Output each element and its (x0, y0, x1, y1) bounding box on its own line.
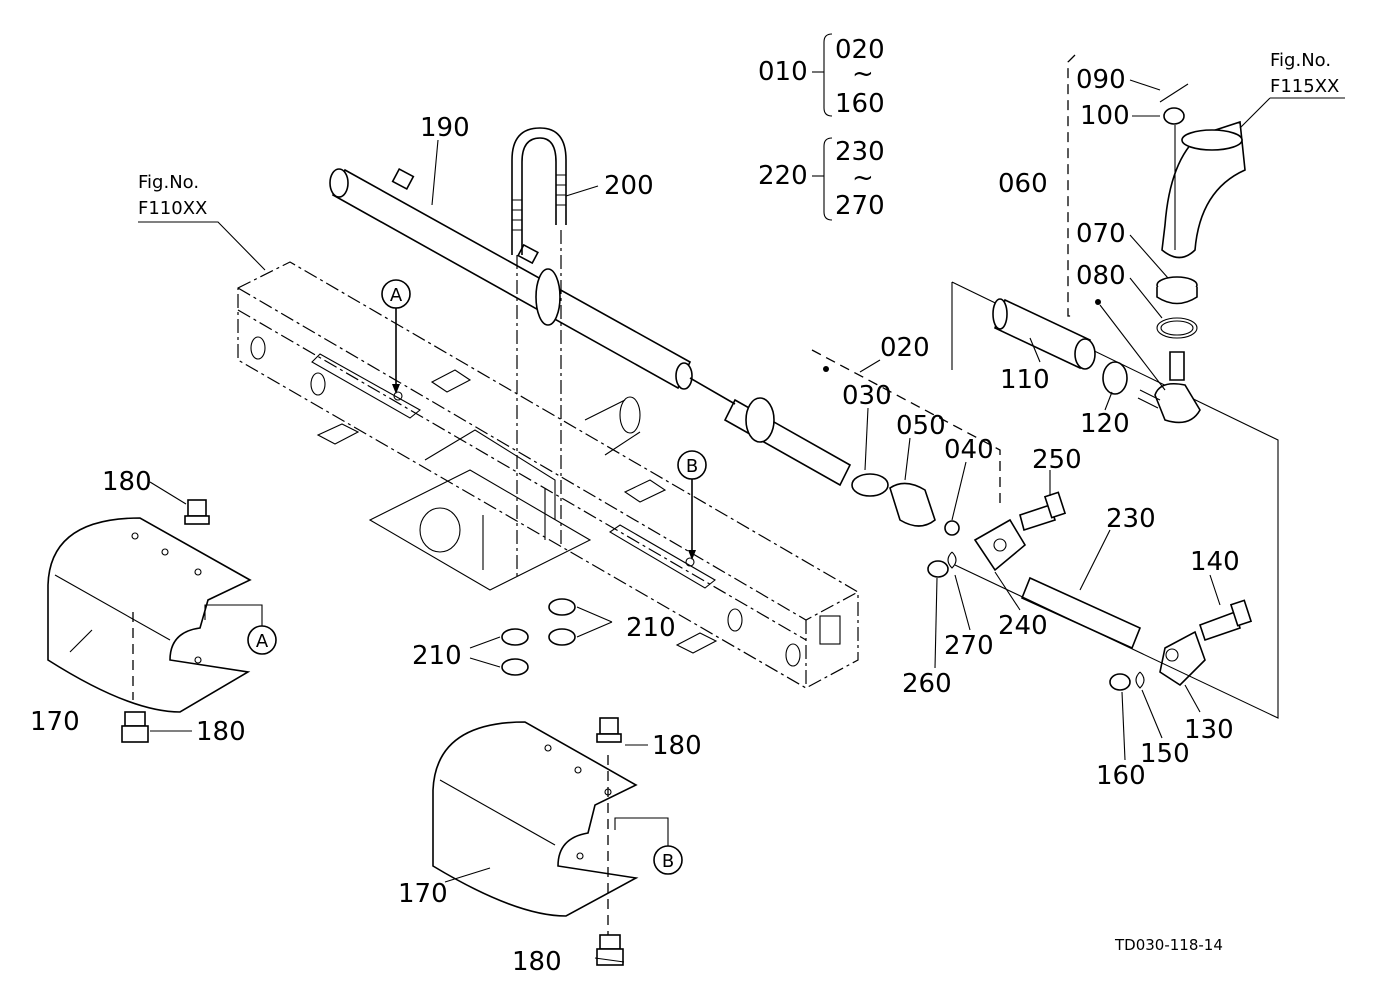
label-210-a: 210 (412, 641, 462, 671)
marker-b-top: B (686, 456, 698, 477)
label-160-range-end: 160 (835, 89, 885, 119)
part-labels: 010 020 ~ 160 220 230 ~ 270 Fig.No. F110… (30, 35, 1339, 977)
label-220: 220 (758, 161, 808, 191)
fig-ref-left-line2: F110XX (138, 198, 207, 219)
label-250: 250 (1032, 445, 1082, 475)
label-180-d: 180 (512, 947, 562, 977)
label-210-b: 210 (626, 613, 676, 643)
group-brackets (812, 33, 833, 221)
u-bolt (511, 127, 567, 580)
fig-ref-left-line1: Fig.No. (138, 172, 199, 193)
label-070: 070 (1076, 219, 1126, 249)
marker-a-top: A (390, 285, 403, 306)
knuckle-arm-group (992, 83, 1246, 424)
label-170-b: 170 (398, 879, 448, 909)
tie-rod-group (723, 281, 1279, 719)
label-010: 010 (758, 57, 808, 87)
label-220-tilde: ~ (852, 163, 874, 193)
figure-code: TD030-118-14 (1114, 936, 1223, 954)
label-100: 100 (1080, 101, 1130, 131)
label-270: 270 (944, 631, 994, 661)
label-270-range-end: 270 (835, 191, 885, 221)
label-030: 030 (842, 381, 892, 411)
label-170-a: 170 (30, 707, 80, 737)
marker-b-cover: B (662, 851, 674, 872)
label-260: 260 (902, 669, 952, 699)
label-140: 140 (1190, 547, 1240, 577)
label-190: 190 (420, 113, 470, 143)
label-230: 230 (1106, 504, 1156, 534)
label-040: 040 (944, 435, 994, 465)
label-080: 080 (1076, 261, 1126, 291)
fig-ref-right-line1: Fig.No. (1270, 50, 1331, 71)
cover-right (432, 721, 639, 935)
leader-lines (69, 79, 1345, 963)
label-090: 090 (1076, 65, 1126, 95)
label-180-c: 180 (652, 731, 702, 761)
group-060-bracket (1067, 54, 1076, 317)
bolts-180 (121, 499, 624, 966)
label-110: 110 (1000, 365, 1050, 395)
label-050: 050 (896, 411, 946, 441)
marker-a-cover: A (256, 631, 269, 652)
label-010-tilde: ~ (852, 59, 874, 89)
label-240: 240 (998, 611, 1048, 641)
label-020-range-start: 020 (835, 35, 885, 65)
label-160: 160 (1096, 761, 1146, 791)
label-200: 200 (604, 171, 654, 201)
label-120: 120 (1080, 409, 1130, 439)
label-130: 130 (1184, 715, 1234, 745)
label-150: 150 (1140, 739, 1190, 769)
power-steering-cylinder (329, 167, 736, 405)
cover-left (47, 517, 252, 713)
label-180-b: 180 (196, 717, 246, 747)
label-230-range-start: 230 (835, 137, 885, 167)
label-020: 020 (880, 333, 930, 363)
fig-ref-right-line2: F115XX (1270, 76, 1339, 97)
detail-markers: A B A B (204, 279, 707, 875)
label-060: 060 (998, 169, 1048, 199)
front-axle-frame (237, 261, 859, 689)
label-180-a: 180 (102, 467, 152, 497)
nuts-210 (501, 598, 576, 676)
